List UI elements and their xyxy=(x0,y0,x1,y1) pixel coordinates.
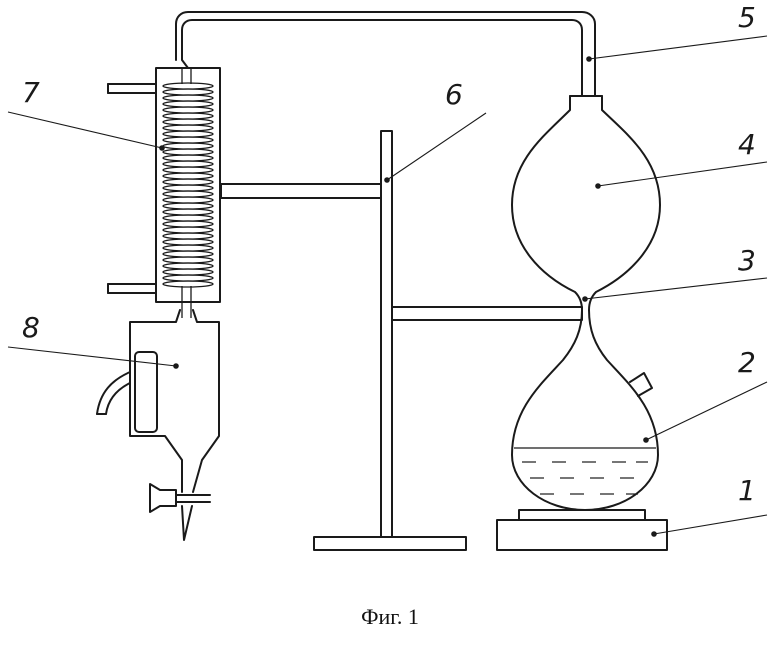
label-6: 6 xyxy=(445,78,463,111)
coil-turn xyxy=(163,185,213,191)
coil-turn xyxy=(163,209,213,215)
bottom-flask xyxy=(512,310,658,510)
coil-turn xyxy=(163,155,213,161)
coil-turn xyxy=(163,167,213,173)
coil-turn xyxy=(163,83,213,89)
coil-turn xyxy=(163,131,213,137)
label-2: 2 xyxy=(738,346,756,379)
coil-turn xyxy=(163,89,213,95)
coil-turn xyxy=(163,197,213,203)
label-4: 4 xyxy=(738,128,756,161)
coil-turn xyxy=(163,179,213,185)
coil-turn xyxy=(163,203,213,209)
coil-turn xyxy=(163,245,213,251)
receiver-funnel xyxy=(97,310,219,540)
cooling-coil xyxy=(163,83,213,287)
coil-turn xyxy=(163,101,213,107)
coil-turn xyxy=(163,191,213,197)
label-7: 7 xyxy=(22,76,40,109)
coil-turn xyxy=(163,125,213,131)
coil-turn xyxy=(163,113,213,119)
coil-turn xyxy=(163,239,213,245)
coil-turn xyxy=(163,269,213,275)
coil-turn xyxy=(163,275,213,281)
coil-turn xyxy=(163,143,213,149)
coil-turn xyxy=(163,215,213,221)
coil-turn xyxy=(163,95,213,101)
stand xyxy=(221,131,582,550)
coil-turn xyxy=(163,233,213,239)
coil-turn xyxy=(163,173,213,179)
coil-turn xyxy=(163,227,213,233)
label-8: 8 xyxy=(22,311,40,344)
leader-lines xyxy=(8,36,767,537)
figure-caption: Фиг. 1 xyxy=(0,604,780,630)
coil-turn xyxy=(163,257,213,263)
coil-turn xyxy=(163,107,213,113)
condenser xyxy=(108,68,220,318)
liquid-dashes xyxy=(522,462,648,494)
label-3: 3 xyxy=(738,244,756,277)
coil-turn xyxy=(163,161,213,167)
coil-turn xyxy=(163,281,213,287)
coil-turn xyxy=(163,221,213,227)
coil-turn xyxy=(163,251,213,257)
coil-turn xyxy=(163,263,213,269)
transfer-tube xyxy=(176,12,602,96)
label-5: 5 xyxy=(738,1,756,34)
coil-turn xyxy=(163,149,213,155)
coil-turn xyxy=(163,137,213,143)
label-1: 1 xyxy=(738,474,756,507)
heater xyxy=(497,510,667,550)
coil-turn xyxy=(163,119,213,125)
upper-bulb xyxy=(512,96,660,310)
part-labels: 1 2 3 4 5 6 7 8 xyxy=(22,1,756,507)
